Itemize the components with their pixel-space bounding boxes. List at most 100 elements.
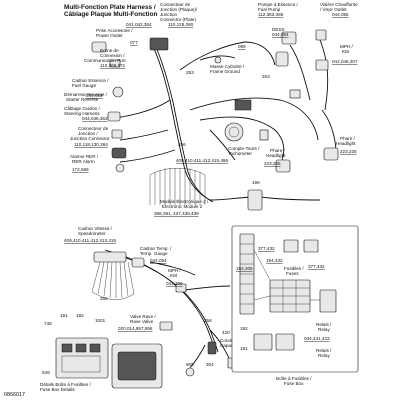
num-110-118-130-364: 110,118,130,364	[74, 142, 108, 147]
num-256-a: 256	[178, 142, 186, 147]
label-rer-alarm-2: RER Alarm	[72, 159, 95, 164]
upper-labels: Connecteur de Jonction (Plaque)/ Junctio…	[64, 2, 358, 216]
num-191: 191	[60, 313, 68, 318]
steering-harness-part	[111, 129, 123, 139]
label-steering-2: Steering Harness	[64, 111, 100, 116]
num-196: 196	[252, 180, 260, 185]
num-191-b: 191	[240, 346, 248, 351]
label-frame-ground-2: Frame Ground	[210, 69, 240, 74]
num-041-042-384: 041,042,384	[126, 22, 152, 27]
num-409-417: 409,410,411,412,415,486	[176, 158, 228, 163]
label-tachometer-2: Tachometer	[228, 151, 252, 156]
label-plate-connector-4: Connector (Plate)	[160, 17, 196, 22]
relay-bottom-2	[275, 333, 295, 351]
mid-connector-2-part	[289, 89, 301, 99]
dess-part	[275, 51, 289, 67]
junction-connector-part	[111, 147, 127, 159]
power-outlet-part	[91, 41, 107, 53]
headlight-1-part	[275, 159, 291, 173]
num-192: 192	[76, 313, 84, 318]
rave-valve-part	[159, 321, 173, 331]
label-junction-2: Jonction /	[78, 131, 98, 136]
title-line-2: Câblage Plaque Multi-Fonction	[64, 11, 157, 18]
module-196-part	[247, 189, 263, 211]
label-headlight-2-a: Phare /	[340, 136, 356, 141]
num-388-428: 388,391, 437,438,439	[154, 211, 199, 216]
mph-km-top-part	[315, 59, 329, 71]
label-mph-top-2: KM	[342, 49, 349, 54]
label-relay-2-b: Relay	[318, 353, 330, 358]
label-fuel-gauge-1: Cadran Essence /	[72, 78, 109, 83]
label-starter-1: Démarreur Reverse /	[64, 92, 108, 97]
label-module-1: Module Électronique 2 /	[160, 198, 209, 204]
num-034-431-433: 034,431,433	[304, 336, 330, 341]
mid-connector-part	[234, 99, 252, 111]
headlight-2-part	[323, 147, 339, 161]
label-comm-port-3: Communication Port	[84, 58, 126, 63]
label-relay-2-a: Relais /	[316, 348, 332, 353]
label-plate-connector-3: Junction	[160, 12, 178, 17]
num-377-432-a: 377,432	[258, 246, 275, 251]
num-194-432: 194,432	[266, 258, 283, 263]
fuse-box-panel	[231, 225, 359, 373]
label-frame-ground-1: Masse Cylindre /	[210, 64, 245, 69]
label-temp-gauge-2: Temp. Gauge	[140, 251, 168, 256]
tachometer-part	[224, 122, 244, 142]
num-044-054-fuel: 044,054	[86, 93, 103, 98]
label-plate-connector-1: Connecteur de	[160, 2, 191, 7]
label-fuse-box-1: Boîte à Fusibles /	[276, 376, 312, 381]
num-1001: 1001	[95, 318, 106, 323]
capacitor-ground-part	[185, 367, 195, 377]
label-headlight-2-b: Headlight	[336, 141, 356, 146]
label-fuel-gauge-2: Fuel Gauge	[72, 83, 96, 88]
relay-side	[319, 289, 337, 313]
lower-left-labels: Cadran Vitesse / Speedometer 409,410,411…	[40, 226, 252, 392]
num-020-847: 020,014,657,856	[118, 326, 153, 331]
label-relay-1-b: Relay	[318, 327, 330, 332]
fuse-box-slot-2	[75, 343, 87, 353]
label-fuel-pump-2: Fuel Pump	[258, 7, 281, 12]
label-rave-valve-1: Valve Rave /	[130, 314, 156, 319]
num-420: 420	[222, 330, 230, 335]
frame-ground-part	[214, 56, 222, 64]
fuse-box-labels: 377,432 377,432 194,432 192,205 Fusibles…	[236, 246, 332, 386]
num-110-128-360: 110,128,360	[168, 22, 194, 27]
mid-connector-3-part	[259, 129, 269, 141]
title-line-1: Multi-Fonction Plate Harness /	[64, 4, 156, 11]
relay-bottom-1	[253, 333, 273, 351]
label-fuses-1: Fusibles /	[284, 266, 304, 271]
fuse-box-cover-part	[117, 351, 157, 381]
label-fuse-box-details-1: Détails Boîte à Fusibles /	[40, 382, 92, 387]
label-visor-1: Visière Chauffante	[320, 2, 358, 7]
capacitor-part	[207, 341, 217, 355]
num-304: 304	[206, 362, 214, 367]
num-256-b: 256	[204, 318, 212, 323]
temp-gauge-part	[131, 257, 145, 268]
num-044-055: 044,055	[332, 12, 349, 17]
plate-connector-part	[149, 37, 169, 51]
visor-outlet-part	[315, 29, 327, 41]
label-mph-bottom-1: MPH /	[168, 268, 181, 273]
communication-port-part	[109, 59, 121, 68]
label-fuse-box-2: Fuse Box	[284, 381, 304, 386]
lower-left-harness	[55, 249, 237, 389]
label-power-outlet-1: Prise Accessoire /	[96, 28, 133, 33]
num-649: 649	[42, 370, 50, 375]
label-fuses-2: Fuses	[286, 271, 299, 276]
label-mph-top-1: MPH /	[340, 44, 353, 49]
speedometer-connector-part	[93, 251, 127, 263]
num-900: 900	[186, 362, 194, 367]
label-relay-1-a: Relais /	[316, 322, 332, 327]
num-223-225-b: 223,225	[340, 149, 357, 154]
num-099: 099	[238, 44, 246, 49]
num-044-046-363: 044,046,363	[82, 116, 108, 121]
module-wires	[149, 168, 206, 205]
label-junction-1: Connecteur de	[78, 126, 109, 131]
label-steering-1: Câblage Guidon /	[64, 106, 100, 111]
label-mph-bottom-2: KM	[170, 273, 177, 278]
relay-top-1	[283, 239, 299, 253]
num-253-a: 253	[186, 70, 194, 75]
starter-reverse-part	[107, 111, 121, 122]
fuse-box-slot-3	[89, 343, 101, 353]
